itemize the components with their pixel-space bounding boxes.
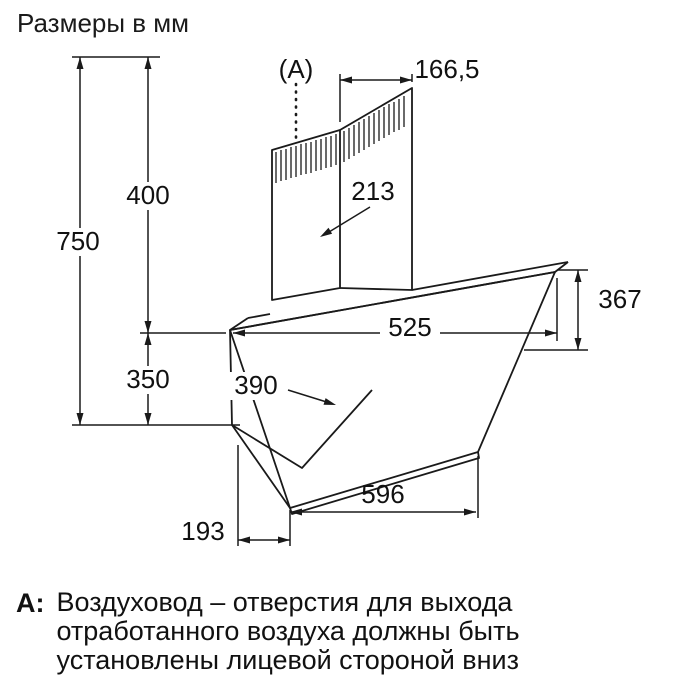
vent-slots-front (275, 134, 337, 183)
dimension-193: 193 (181, 445, 290, 546)
arrowhead (144, 333, 152, 345)
arrowhead (400, 76, 412, 84)
label-mask (342, 176, 404, 206)
label-mask (380, 312, 440, 342)
arrowhead (464, 508, 476, 516)
dimension-213: 213 (320, 176, 404, 237)
chimney-duct: (A) (271, 54, 413, 301)
dim-213-label: 213 (351, 176, 394, 206)
hood-dimension-drawing: (A) 750 400 350 (54, 54, 642, 546)
dimension-166-5: 166,5 (339, 54, 480, 122)
footnote-text: Воздуховод – отверстия для выхода отрабо… (56, 587, 520, 676)
arrowhead (144, 413, 152, 425)
glass-panel-thickness (289, 451, 480, 515)
dim-367-label: 367 (598, 284, 641, 314)
body-top-back-edge-right (411, 261, 569, 291)
label-mask (124, 182, 172, 210)
label-mask (230, 372, 284, 400)
dim-166-5-label: 166,5 (414, 54, 479, 84)
leader-line (287, 389, 326, 403)
dim-193-label: 193 (181, 516, 224, 546)
footnote-marker: A: (16, 588, 45, 618)
footnote: A: Воздуховод – отверстия для выхода отр… (16, 587, 520, 676)
arrowhead (574, 270, 582, 282)
dimension-596: 596 (289, 456, 479, 546)
body-top-right-edge (554, 261, 569, 273)
dimension-390: 390 (230, 370, 336, 405)
chimney-right-face (339, 87, 413, 291)
dim-596-label: 596 (361, 479, 404, 509)
body-top-left-edge (229, 317, 249, 331)
body-top-back-edge-left (247, 313, 271, 319)
marker-a-label: (A) (279, 54, 314, 84)
dimension-525: 525 (233, 278, 558, 342)
arrowhead (238, 536, 250, 544)
dimension-350: 350 (124, 333, 172, 425)
arrowhead (545, 329, 557, 337)
arrowhead (144, 57, 152, 69)
dimension-400: 400 (124, 57, 226, 334)
label-mask (54, 228, 102, 256)
arrowhead (290, 508, 302, 516)
dim-390-label: 390 (234, 370, 277, 400)
dim-750-label: 750 (56, 226, 99, 256)
page-title: Размеры в мм (17, 8, 190, 38)
arrowhead (574, 338, 582, 350)
dim-525-label: 525 (388, 312, 431, 342)
dim-350-label: 350 (126, 364, 169, 394)
dimension-750: 750 (54, 56, 240, 426)
dim-400-label: 400 (126, 180, 169, 210)
arrowhead (144, 321, 152, 333)
dimension-367: 367 (524, 269, 642, 351)
arrowhead (320, 227, 333, 237)
arrowhead (340, 76, 352, 84)
inner-body-edge (231, 389, 373, 469)
leader-line (328, 206, 371, 233)
arrowhead (76, 57, 84, 69)
label-mask (124, 366, 172, 394)
arrowhead (76, 413, 84, 425)
hood-body-outline (229, 261, 569, 515)
arrowhead (278, 536, 290, 544)
arrowhead (233, 329, 245, 337)
arrowhead (323, 398, 336, 405)
vent-slots-right (343, 96, 405, 162)
